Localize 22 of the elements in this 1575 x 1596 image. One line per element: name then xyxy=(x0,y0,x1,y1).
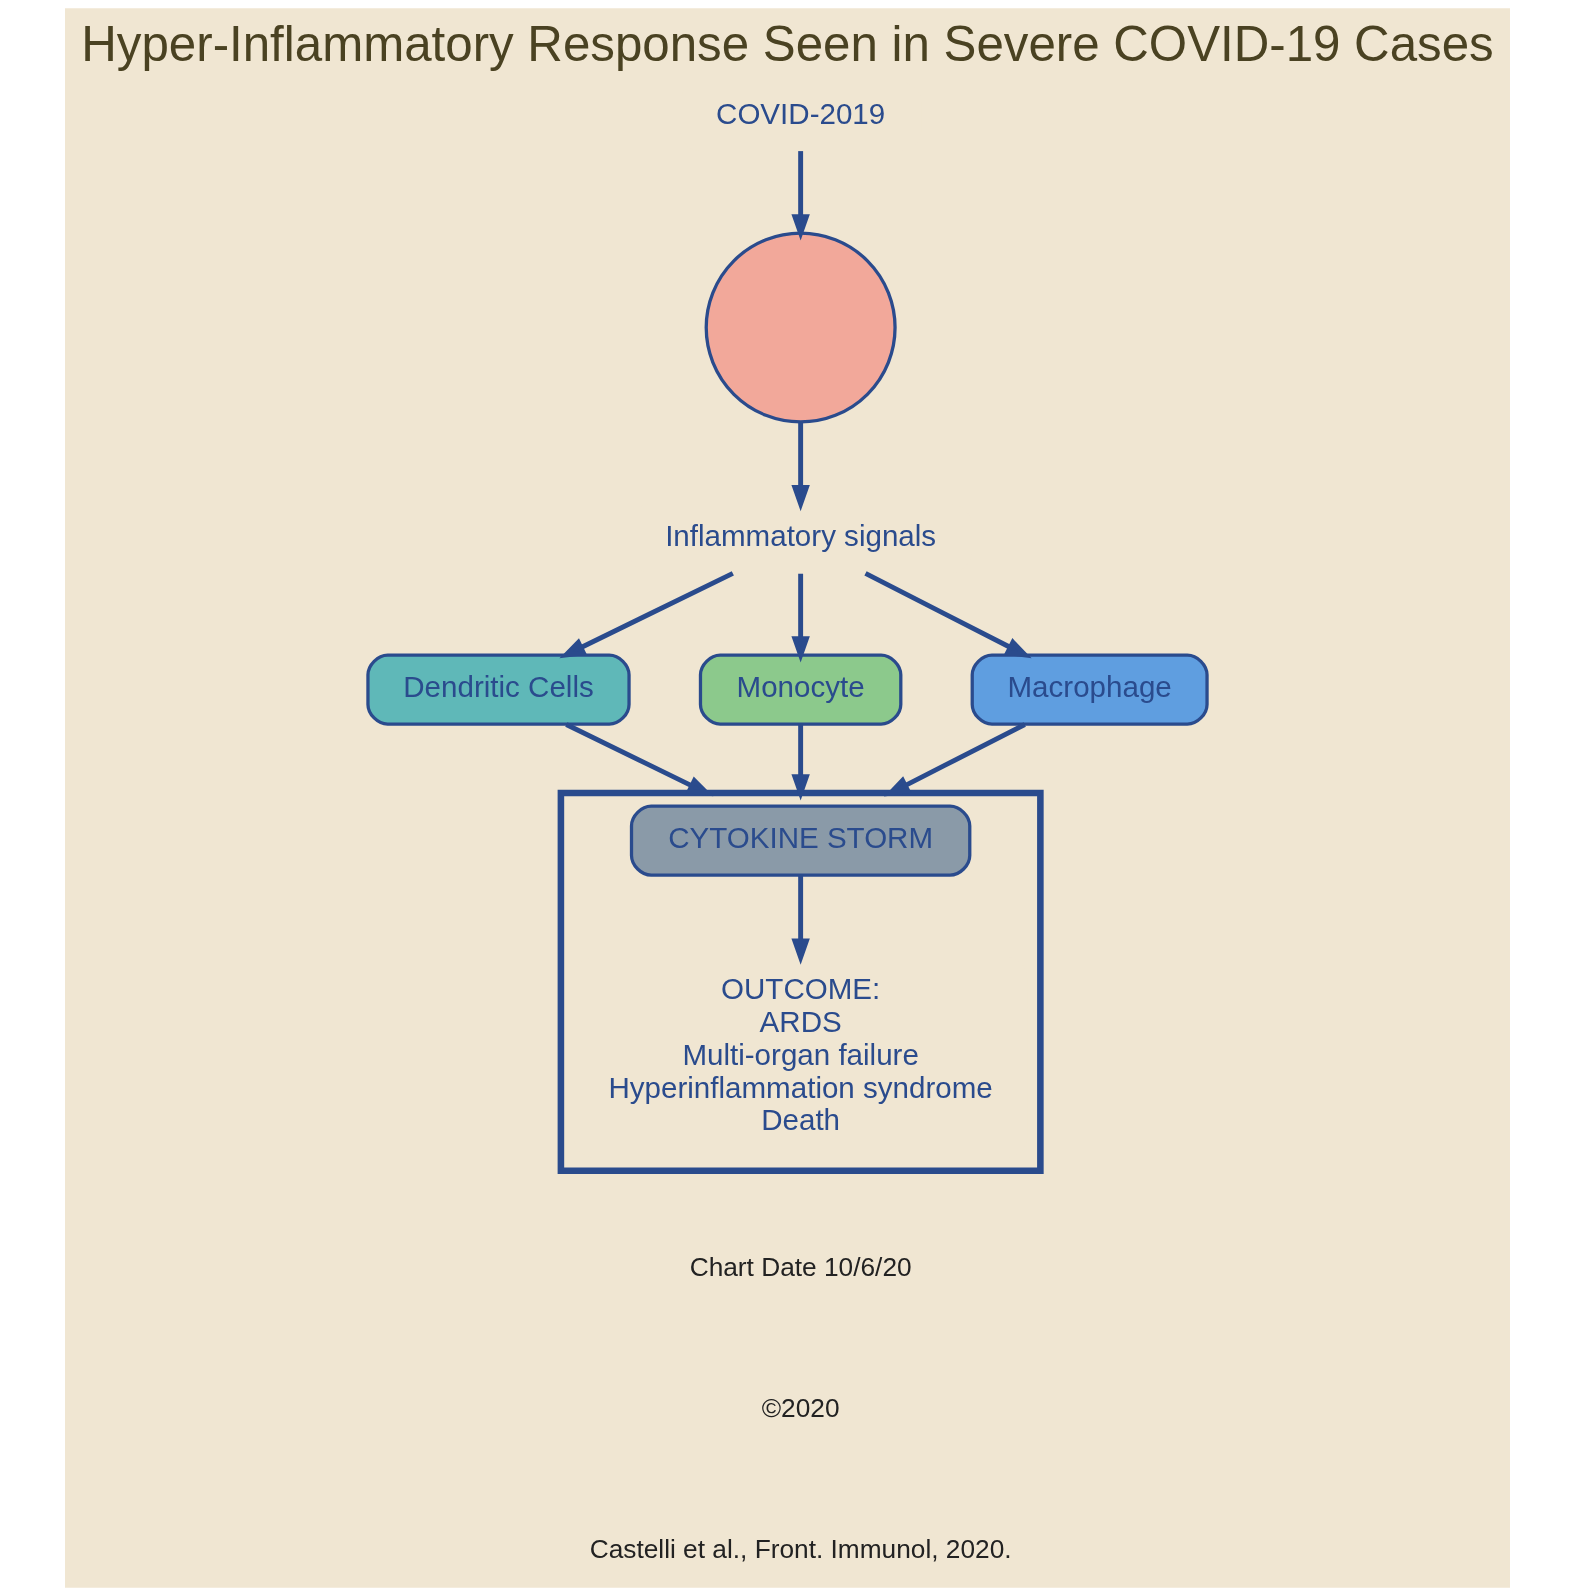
label: Castelli et al., Front. Immunol, 2020. xyxy=(589,1533,1012,1564)
arrow xyxy=(565,722,714,797)
label: ©2020 xyxy=(761,1392,840,1423)
arrow xyxy=(791,875,810,965)
node-text: Inflammatory signals xyxy=(665,518,937,552)
cluster xyxy=(557,789,1044,1175)
label: Chart Date 10/6/20 xyxy=(689,1251,912,1282)
arrow xyxy=(791,724,810,801)
node-box: Dendritic Cells xyxy=(366,653,631,726)
node-circle xyxy=(704,231,897,424)
node-text: OUTCOME: ARDS Multi-organ failure Hyperinflammation syndrome Death xyxy=(608,971,993,1137)
node-text: COVID-2019 xyxy=(716,96,886,130)
arrow xyxy=(864,571,1032,659)
node-box: Monocyte xyxy=(698,653,903,726)
arrow xyxy=(791,422,810,512)
arrow xyxy=(791,151,810,241)
arrow xyxy=(883,722,1026,797)
diagram-title: Hyper-Inflammatory Response Seen in Severe COVID-19 Cases xyxy=(81,15,1494,71)
node-box: CYTOKINE STORM xyxy=(629,804,972,877)
arrow xyxy=(791,573,810,663)
node-box: Macrophage xyxy=(970,653,1209,726)
arrow xyxy=(559,571,734,659)
